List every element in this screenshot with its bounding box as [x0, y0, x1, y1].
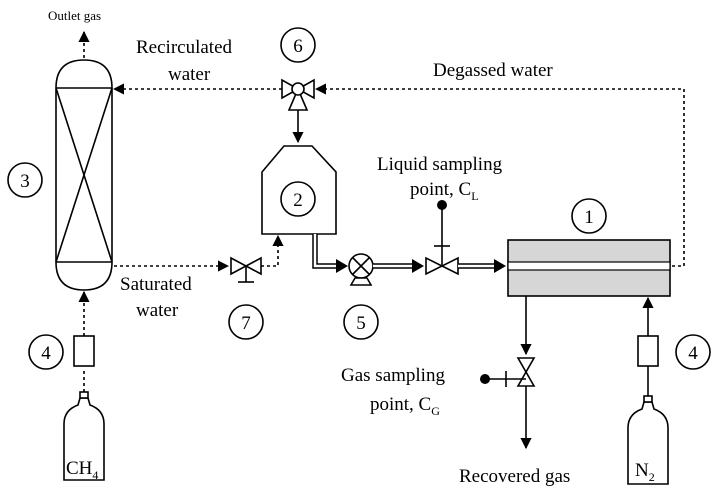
svg-text:1: 1: [584, 207, 594, 228]
svg-text:2: 2: [293, 190, 303, 211]
svg-text:6: 6: [293, 36, 303, 57]
pump: [348, 253, 374, 286]
svg-text:7: 7: [241, 313, 251, 334]
svg-text:5: 5: [356, 313, 366, 334]
svg-text:4: 4: [688, 343, 698, 364]
liquid-sampling-label-2: point, CL: [410, 179, 479, 203]
degassed-water-line: [314, 83, 685, 267]
equipment-number-7: 7: [228, 304, 264, 340]
gas-sampling-label-2: point, CG: [370, 394, 440, 418]
recovered-gas-label: Recovered gas: [459, 466, 570, 487]
filter-left: [73, 335, 95, 367]
equipment-number-3: 3: [7, 162, 43, 198]
pump-to-valve-arrowhead: [412, 259, 424, 273]
degassed-water-label: Degassed water: [433, 60, 553, 81]
n2-label: N2: [635, 460, 655, 484]
recirculated-water-label-2: water: [168, 64, 211, 85]
three-way-valve: [281, 78, 315, 111]
valve-to-module-arrowhead: [494, 259, 506, 273]
equipment-number-4-left: 4: [28, 334, 64, 370]
liquid-sampling-label-1: Liquid sampling: [377, 154, 503, 175]
saturated-water-label-1: Saturated: [120, 274, 192, 295]
svg-text:3: 3: [20, 171, 30, 192]
valve-to-tank-dotted: [261, 234, 284, 267]
n2-gas-cylinder: [627, 395, 669, 485]
equipment-number-5: 5: [343, 304, 379, 340]
gas-sampling-valve: [480, 357, 536, 387]
recirculated-water-label-1: Recirculated: [136, 37, 233, 58]
membrane-contactor: [507, 239, 671, 297]
equipment-number-4-right: 4: [675, 334, 711, 370]
saturated-water-label-2: water: [136, 300, 179, 321]
absorption-column: [55, 59, 113, 291]
filter-right: [637, 335, 659, 367]
gas-sampling-label-1: Gas sampling: [341, 365, 445, 386]
valve-7: [230, 256, 262, 283]
outlet-gas-label: Outlet gas: [48, 8, 101, 23]
svg-text:4: 4: [41, 343, 51, 364]
liquid-sampling-valve: [425, 200, 459, 276]
tank-to-pump-arrowhead: [336, 259, 348, 273]
ch4-label: CH4: [66, 458, 98, 482]
equipment-number-1: 1: [571, 198, 607, 234]
equipment-number-6: 6: [280, 27, 316, 63]
equipment-number-2: 2: [280, 181, 316, 217]
